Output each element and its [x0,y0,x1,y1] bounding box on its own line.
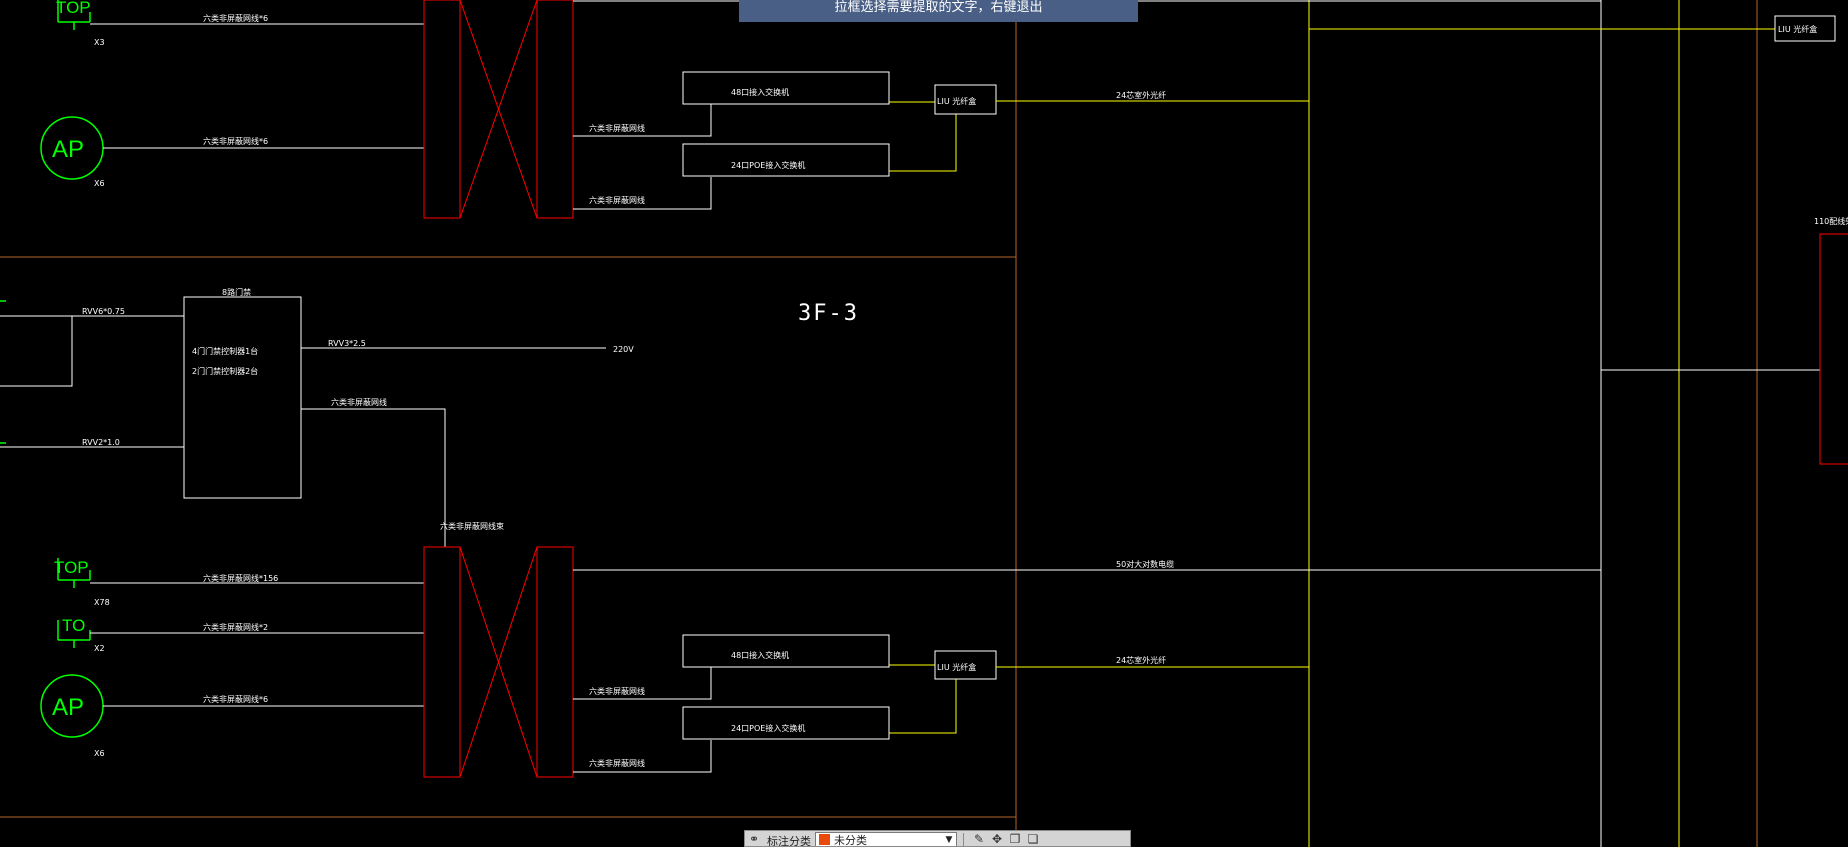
upper-switch-24poe[interactable] [682,143,890,177]
category-color-swatch [819,834,830,845]
upper-uplink-2-label: 六类非屏蔽网线 [589,195,645,205]
lower-top-cable-label: 六类非屏蔽网线*156 [203,573,278,583]
lower-to-count: X2 [94,644,105,653]
access-panel-line-2: 2门门禁控制器2台 [192,366,258,376]
upper-top-outlet-label: TOP [56,0,91,17]
move-icon[interactable]: ✥ [991,831,1003,846]
lower-fiber-label: 24芯室外光纤 [1116,655,1166,665]
upper-liu-label: LIU 光纤盒 [937,96,976,106]
right-liu-box[interactable] [1774,15,1836,42]
cable-rvv3-label: RVV3*2.5 [328,339,366,348]
chevron-down-icon: ▼ [945,834,953,845]
access-left-wiring [0,300,184,448]
lower-top-count: X78 [94,598,110,607]
right-rack-label: 110配线架 [1814,216,1848,226]
access-panel-box[interactable] [183,296,302,499]
lower-to-cable-label: 六类非屏蔽网线*2 [203,622,268,632]
right-liu-box-label: LIU 光纤盒 [1778,24,1817,34]
lower-ap-symbol[interactable]: AP [40,674,104,738]
link-icon[interactable]: ⚭ [748,831,760,846]
lower-liu-box[interactable] [934,650,997,680]
upper-patch-panel[interactable] [423,0,574,219]
upper-uplink-1-label: 六类非屏蔽网线 [589,123,645,133]
lower-to-outlet[interactable]: TO [57,616,91,648]
cable-rvv2-label: RVV2*1.0 [82,438,120,447]
toolbar-label: 标注分类 [767,835,811,847]
cable-rvv6-label: RVV6*0.75 [82,307,125,316]
access-panel-title: 8路门禁 [222,287,251,297]
upper-ap-label: AP [52,136,84,163]
upper-top-cable-label: 六类非屏蔽网线*6 [203,13,268,23]
access-drop-label: 六类非屏蔽网线束 [440,521,504,531]
access-panel-line-1: 4门门禁控制器1台 [192,346,258,356]
toolbar-divider [963,833,964,846]
access-net-cable [301,408,446,547]
lower-uplink-1-label: 六类非屏蔽网线 [589,686,645,696]
hint-banner-text: 拉框选择需要提取的文字，右键退出 [834,0,1043,15]
lower-uplink-2 [573,740,712,773]
lower-top-outlet-label: TOP [54,558,89,577]
upper-top-count: X3 [94,38,105,47]
lower-to-outlet-label: TO [62,616,85,635]
upper-fiber-label: 24芯室外光纤 [1116,90,1166,100]
right-rack[interactable] [1819,233,1848,465]
lower-top-outlet[interactable]: TOP [54,558,91,588]
upper-uplink-2 [573,177,712,210]
hint-banner: 拉框选择需要提取的文字，右键退出 [739,0,1138,22]
paste-icon[interactable]: ❏ [1027,831,1039,846]
lower-switch-24-link [889,679,957,734]
lower-ap-label: AP [52,694,84,721]
upper-switch-24-link [889,114,957,172]
lower-patch-panel[interactable] [423,546,574,778]
lower-uplink-1 [573,667,712,700]
voice-cable-label: 50对大对数电缆 [1116,559,1174,569]
category-select[interactable]: 未分类 ▼ [815,832,957,847]
edit-icon[interactable]: ✎ [973,831,985,846]
lower-switch-48-label: 48口接入交换机 [731,650,789,660]
lower-switch-48[interactable] [682,634,890,668]
voltage-label: 220V [613,345,634,354]
lower-ap-cable-label: 六类非屏蔽网线*6 [203,694,268,704]
upper-top-outlet[interactable]: TOP [56,0,91,30]
lower-switch-24poe-label: 24口POE接入交换机 [731,723,805,733]
lower-uplink-2-label: 六类非屏蔽网线 [589,758,645,768]
lower-switch-24poe[interactable] [682,706,890,740]
upper-ap-cable-label: 六类非屏蔽网线*6 [203,136,268,146]
upper-switch-48-label: 48口接入交换机 [731,87,789,97]
upper-liu-box[interactable] [934,84,997,115]
upper-switch-24poe-label: 24口POE接入交换机 [731,160,805,170]
upper-ap-symbol[interactable]: AP [40,116,104,180]
section-label: 3F-3 [798,301,859,326]
upper-switch-48[interactable] [682,71,890,105]
category-select-value: 未分类 [834,833,867,847]
copy-icon[interactable]: ❐ [1009,831,1021,846]
lower-liu-label: LIU 光纤盒 [937,662,976,672]
annotation-toolbar: ⚭ 标注分类 未分类 ▼ ✎ ✥ ❐ ❏ [744,830,1131,847]
lower-ap-count: X6 [94,749,105,758]
access-net-cable-label: 六类非屏蔽网线 [331,397,387,407]
upper-ap-count: X6 [94,179,105,188]
upper-uplink-1 [573,104,712,137]
